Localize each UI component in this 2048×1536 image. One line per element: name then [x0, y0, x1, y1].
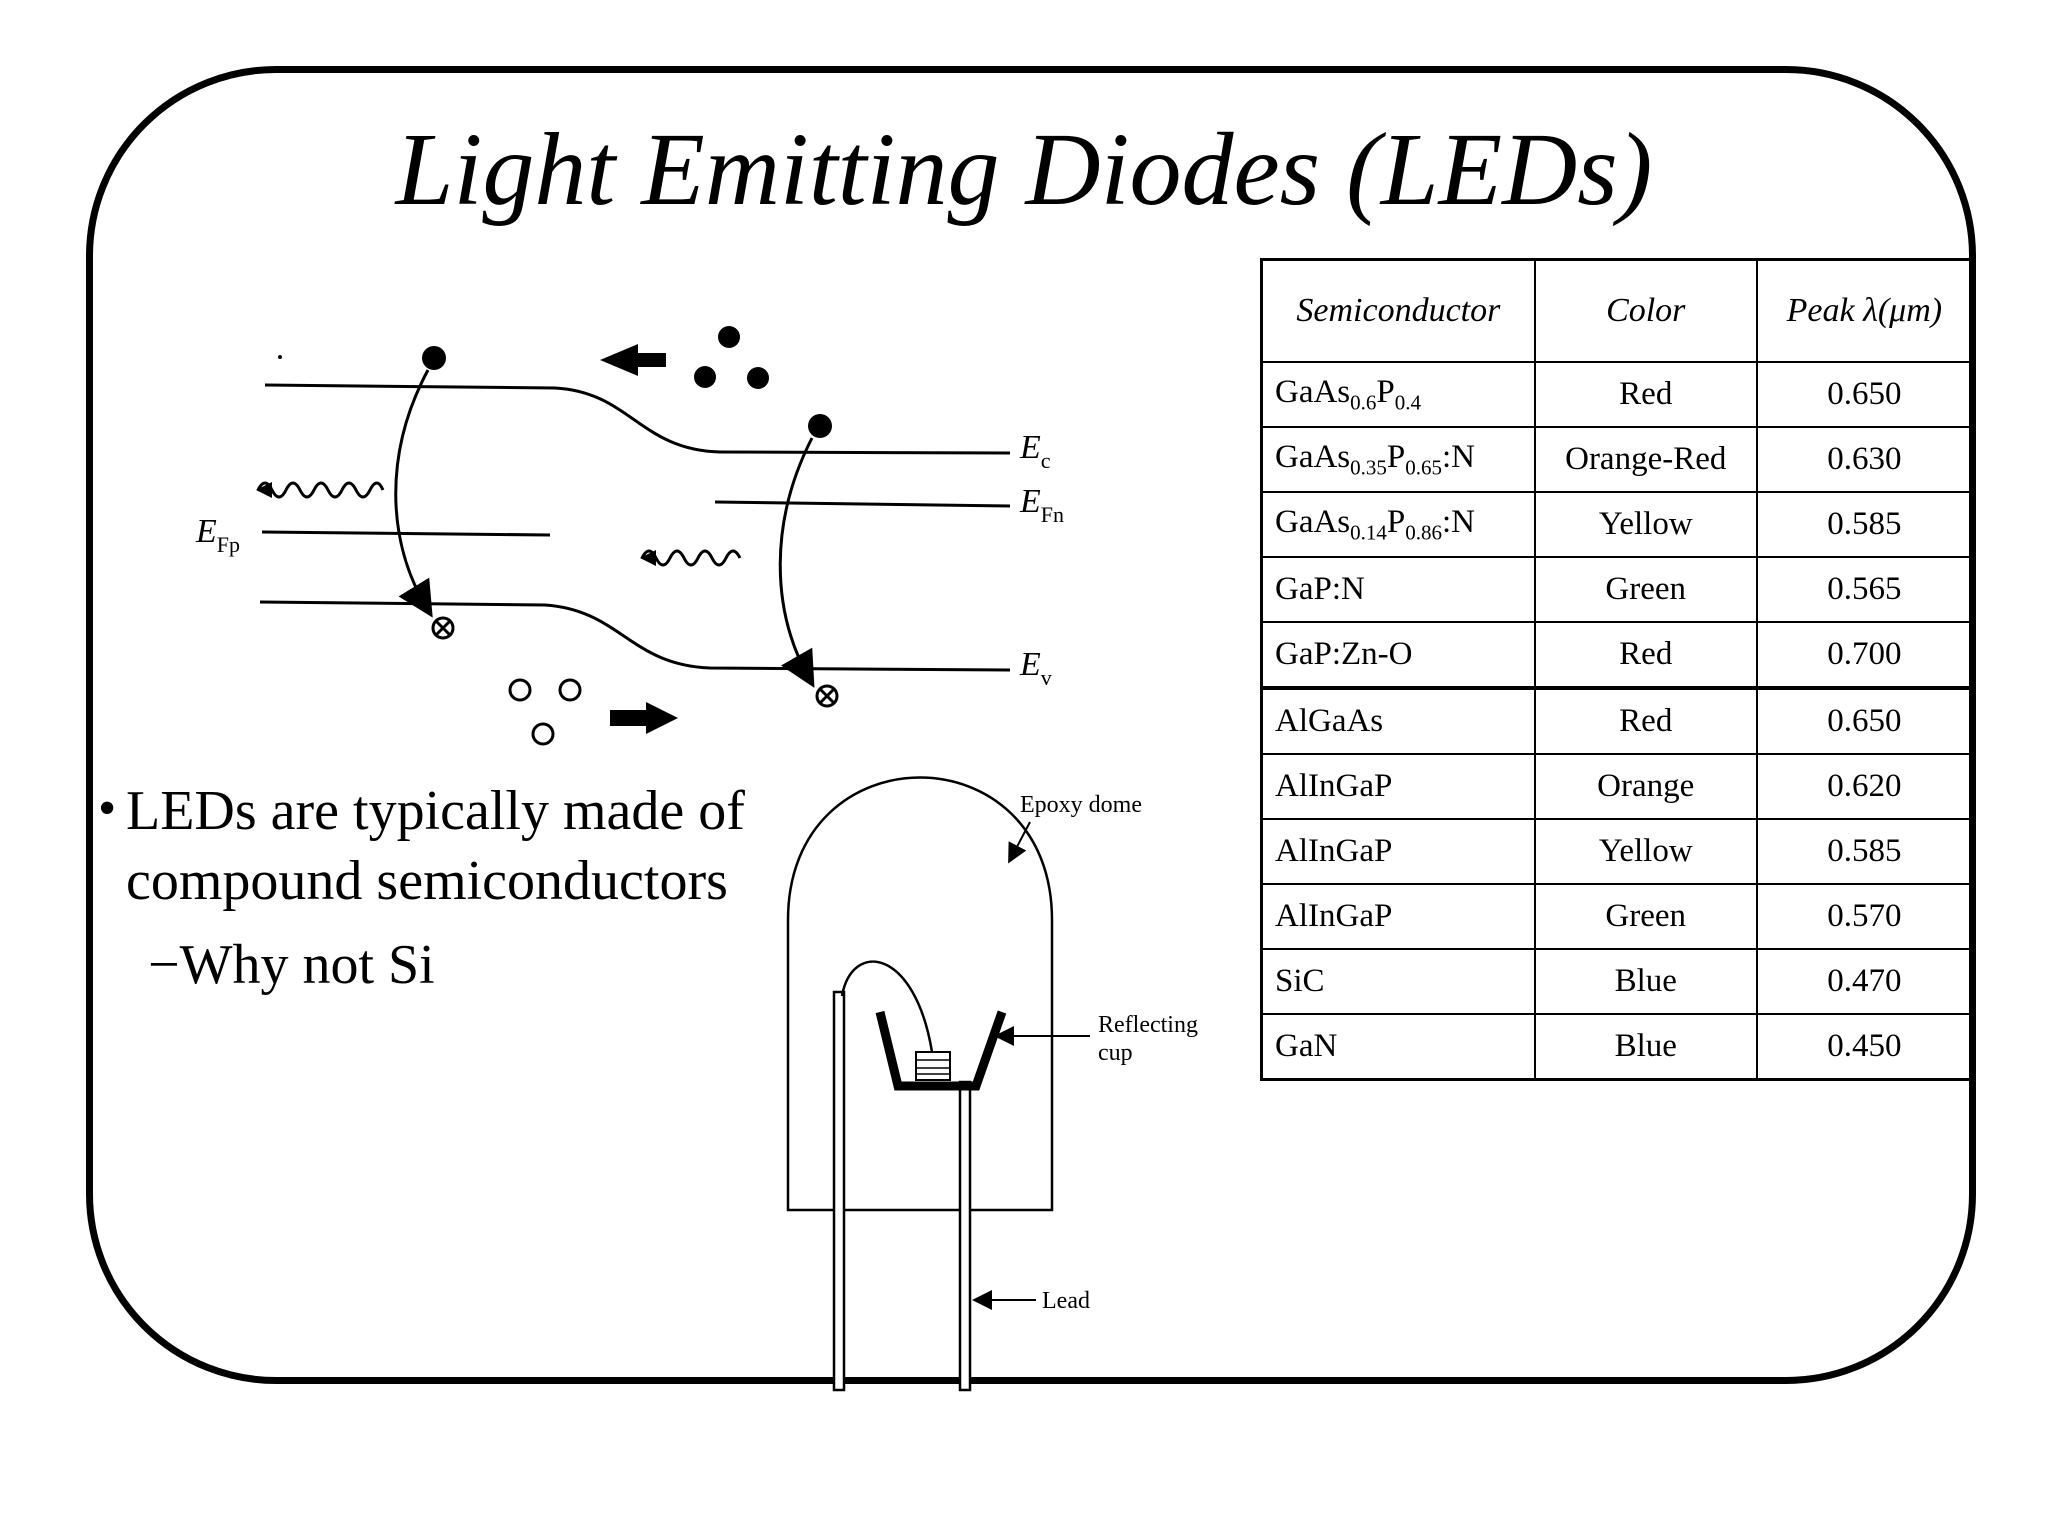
material-cell: AlInGaP — [1260, 883, 1536, 950]
bullet-line: compound semiconductors — [126, 850, 728, 912]
hole-crossed-icon — [431, 616, 455, 640]
material-cell: GaP:Zn-O — [1260, 621, 1536, 689]
efn-label: EFn — [1019, 483, 1064, 527]
peak-cell: 0.470 — [1755, 948, 1974, 1015]
color-cell: Yellow — [1533, 818, 1758, 885]
color-cell: Red — [1533, 686, 1758, 755]
electron-dot — [808, 414, 832, 438]
material-cell: AlInGaP — [1260, 818, 1536, 885]
peak-cell: 0.450 — [1755, 1013, 1974, 1081]
color-cell: Red — [1533, 361, 1758, 428]
table-row: AlInGaP Orange 0.620 — [1260, 753, 1974, 820]
header-color: Color — [1533, 258, 1758, 363]
color-cell: Orange — [1533, 753, 1758, 820]
stray-dot — [278, 355, 282, 359]
ec-band-line — [264, 383, 1011, 455]
color-cell: Blue — [1533, 1013, 1758, 1081]
peak-cell: 0.620 — [1755, 753, 1974, 820]
ev-band-line — [259, 600, 1011, 672]
reflecting-cup-label: Reflecting — [1098, 1012, 1198, 1038]
bullet-list: LEDs are typically made of compound semi… — [98, 774, 745, 1000]
electron-dot — [718, 326, 740, 348]
color-cell: Orange-Red — [1533, 426, 1758, 493]
lead-right — [958, 1080, 972, 1392]
block-arrow-left-icon — [600, 344, 666, 376]
led-chip — [915, 1051, 951, 1081]
ec-label: Ec — [1019, 429, 1051, 473]
table-row: AlInGaP Green 0.570 — [1260, 883, 1974, 950]
ev-label: Ev — [1019, 646, 1052, 690]
reflecting-cup-label: cup — [1098, 1040, 1133, 1066]
table-row: GaN Blue 0.450 — [1260, 1013, 1974, 1081]
bullet-line: LEDs are typically made of — [126, 780, 745, 842]
peak-cell: 0.700 — [1755, 621, 1974, 689]
peak-cell: 0.585 — [1755, 818, 1974, 885]
peak-cell: 0.565 — [1755, 556, 1974, 623]
color-cell: Yellow — [1533, 491, 1758, 558]
photon-wave-icon — [256, 481, 385, 499]
color-cell: Green — [1533, 883, 1758, 950]
table-row: AlInGaP Yellow 0.585 — [1260, 818, 1974, 885]
material-cell: GaAs0.35P0.65:N — [1260, 426, 1536, 493]
led-materials-table: Semiconductor Color Peak λ(μm) GaAs0.6P0… — [1260, 258, 1974, 1081]
sub-bullet: −Why not Si — [148, 934, 435, 996]
material-cell: AlInGaP — [1260, 753, 1536, 820]
material-cell: AlGaAs — [1260, 686, 1536, 755]
lead-label: Lead — [1042, 1288, 1090, 1314]
material-cell: GaN — [1260, 1013, 1536, 1081]
epoxy-pointer — [1008, 821, 1031, 864]
table-row: AlGaAs Red 0.650 — [1260, 686, 1974, 755]
hole-circle — [508, 678, 532, 702]
reflecting-cup — [875, 1010, 1007, 1091]
lead-left — [832, 990, 846, 1392]
material-cell: GaP:N — [1260, 556, 1536, 623]
band-diagram: Ec EFn EFp Ev — [195, 326, 1064, 746]
photon-wave-icon — [640, 549, 742, 567]
peak-cell: 0.570 — [1755, 883, 1974, 950]
epoxy-dome — [786, 776, 1054, 1212]
slide-title: Light Emitting Diodes (LEDs) — [395, 112, 1653, 227]
table-row: GaAs0.14P0.86:N Yellow 0.585 — [1260, 491, 1974, 558]
epoxy-dome-label: Epoxy dome — [1020, 792, 1142, 818]
header-semiconductor: Semiconductor — [1260, 258, 1536, 363]
table-header-row: Semiconductor Color Peak λ(μm) — [1260, 258, 1974, 363]
hole-circle — [558, 678, 582, 702]
bullet-item: LEDs are typically made of compound semi… — [98, 774, 745, 916]
table-row: GaP:N Green 0.565 — [1260, 556, 1974, 623]
peak-cell: 0.650 — [1755, 686, 1974, 755]
header-peak: Peak λ(μm) — [1755, 258, 1974, 363]
recombination-arrow — [778, 437, 815, 688]
bond-wire — [840, 960, 934, 1053]
material-cell: GaAs0.14P0.86:N — [1260, 491, 1536, 558]
electron-dot — [747, 367, 769, 389]
material-cell: GaAs0.6P0.4 — [1260, 361, 1536, 428]
led-package-diagram: Epoxy dome Reflecting cup Lead — [786, 776, 1198, 1392]
electron-dot — [694, 366, 716, 388]
color-cell: Blue — [1533, 948, 1758, 1015]
table-row: GaAs0.6P0.4 Red 0.650 — [1260, 361, 1974, 428]
table-row: SiC Blue 0.470 — [1260, 948, 1974, 1015]
table-row: GaP:Zn-O Red 0.700 — [1260, 621, 1974, 689]
efn-line — [714, 500, 1011, 508]
recombination-arrow — [394, 369, 433, 618]
block-arrow-right-icon — [610, 702, 678, 734]
efp-line — [261, 530, 551, 537]
peak-cell: 0.630 — [1755, 426, 1974, 493]
material-cell: SiC — [1260, 948, 1536, 1015]
peak-cell: 0.585 — [1755, 491, 1974, 558]
color-cell: Red — [1533, 621, 1758, 689]
hole-circle — [531, 722, 555, 746]
efp-label: EFp — [195, 513, 240, 557]
color-cell: Green — [1533, 556, 1758, 623]
hole-crossed-icon — [815, 684, 839, 708]
table-row: GaAs0.35P0.65:N Orange-Red 0.630 — [1260, 426, 1974, 493]
peak-cell: 0.650 — [1755, 361, 1974, 428]
electron-dot — [422, 346, 446, 370]
